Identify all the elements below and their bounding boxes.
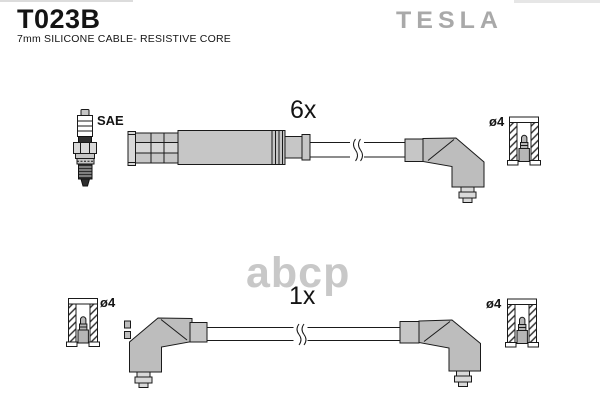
spark-plug-boot-angled-left xyxy=(124,317,208,388)
part-number: T023B xyxy=(17,4,101,34)
top-cable-assembly xyxy=(73,109,541,203)
quantity-label-bottom: 1x xyxy=(289,282,316,310)
spark-plug-icon xyxy=(73,109,97,187)
terminal-boot-cross-section-icon xyxy=(66,298,100,347)
terminal-boot-cross-section-icon xyxy=(507,116,541,166)
scan-artifact-line xyxy=(514,0,600,3)
cable-wire-top xyxy=(310,138,405,162)
cable-wire-bottom xyxy=(207,323,400,346)
spark-plug-boot-angled-top xyxy=(404,137,485,203)
scan-artifact-line xyxy=(0,0,133,2)
product-description: 7mm SILICONE CABLE- RESISTIVE CORE xyxy=(17,33,231,45)
coil-end-connector xyxy=(127,130,311,166)
terminal-boot-cross-section-icon xyxy=(505,298,539,348)
tesla-logo: TESLA xyxy=(396,6,503,34)
sae-label: SAE xyxy=(97,113,124,128)
cable-break-mark xyxy=(293,323,308,346)
diameter-label-bottom-right: ø4 xyxy=(486,296,502,311)
cable-break-mark xyxy=(350,138,364,162)
watermark-text: abcp xyxy=(246,249,351,297)
bottom-cable-assembly xyxy=(66,298,539,388)
diameter-label-top-right: ø4 xyxy=(489,114,505,129)
quantity-label-top: 6x xyxy=(290,96,317,124)
spark-plug-boot-angled-right xyxy=(399,319,481,387)
diameter-label-bottom-left: ø4 xyxy=(100,295,116,310)
